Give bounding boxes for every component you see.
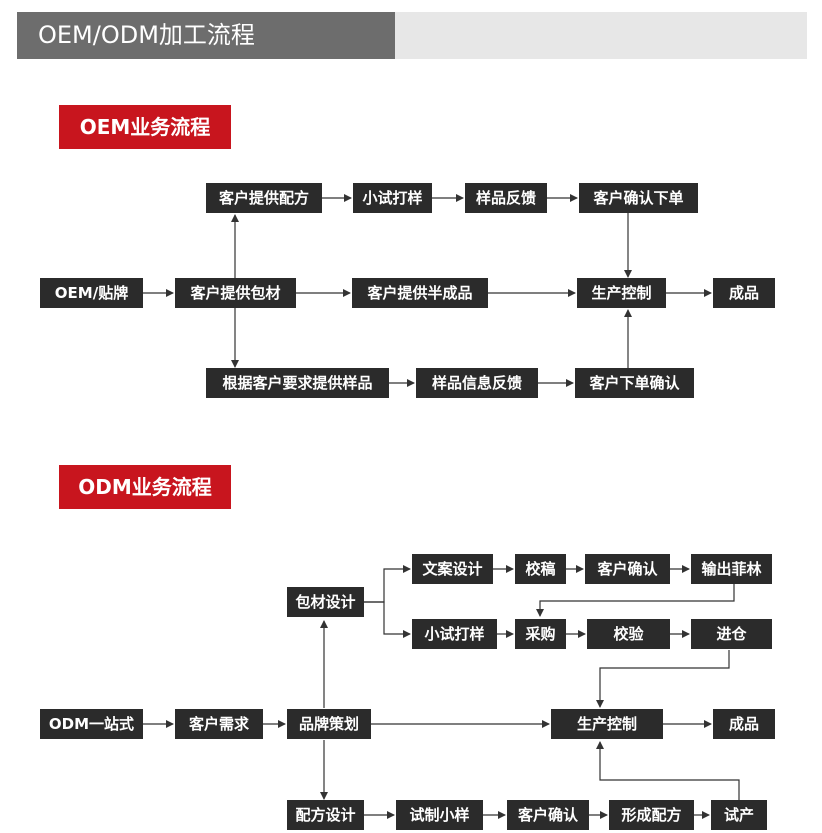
header-bar: OEM/ODM加工流程 [17,12,807,59]
node-odm-one-stop: ODM一站式 [40,709,143,739]
node-trial-sample-odm: 小试打样 [412,619,497,649]
node-purchase: 采购 [515,619,566,649]
node-client-confirm-1: 客户确认 [585,554,670,584]
node-client-confirm-order: 客户确认下单 [579,183,698,213]
node-finished-odm: 成品 [713,709,775,739]
node-inspection: 校验 [587,619,670,649]
odm-section-title: ODM业务流程 [59,465,231,509]
node-sample-by-request: 根据客户要求提供样品 [206,368,389,398]
header-title-block: OEM/ODM加工流程 [17,12,395,59]
arrow-packaging-branch-trial [364,601,411,638]
node-client-formula: 客户提供配方 [206,183,322,213]
node-oem-brand: OEM/贴牌 [40,278,143,308]
node-client-packaging: 客户提供包材 [175,278,296,308]
arrow-packaging-branch-copy [364,565,411,603]
node-finished: 成品 [713,278,775,308]
node-brand-planning: 品牌策划 [287,709,371,739]
oem-section-title: OEM业务流程 [59,105,231,149]
node-trial-small-sample: 试制小样 [396,800,483,830]
node-production-control-odm: 生产控制 [551,709,663,739]
node-proofread: 校稿 [515,554,566,584]
node-client-needs: 客户需求 [175,709,263,739]
node-formula-design: 配方设计 [287,800,364,830]
node-trial-sample: 小试打样 [353,183,432,213]
arrow-warehouse-to-production [596,650,730,708]
node-client-semi: 客户提供半成品 [352,278,488,308]
node-sample-feedback: 样品反馈 [465,183,547,213]
node-form-formula: 形成配方 [609,800,694,830]
node-production-control: 生产控制 [577,278,666,308]
node-output-film: 输出菲林 [691,554,772,584]
node-sample-info-feedback: 样品信息反馈 [416,368,538,398]
arrow-film-to-purchase [536,584,735,617]
node-client-order-confirm: 客户下单确认 [575,368,694,398]
page-title: OEM/ODM加工流程 [38,21,255,49]
arrow-trial-production-to-production [596,741,740,800]
node-client-confirm-2: 客户确认 [507,800,589,830]
node-packaging-design: 包材设计 [287,587,364,617]
node-warehouse-in: 进仓 [691,619,772,649]
node-trial-production: 试产 [711,800,767,830]
node-copy-design: 文案设计 [412,554,493,584]
